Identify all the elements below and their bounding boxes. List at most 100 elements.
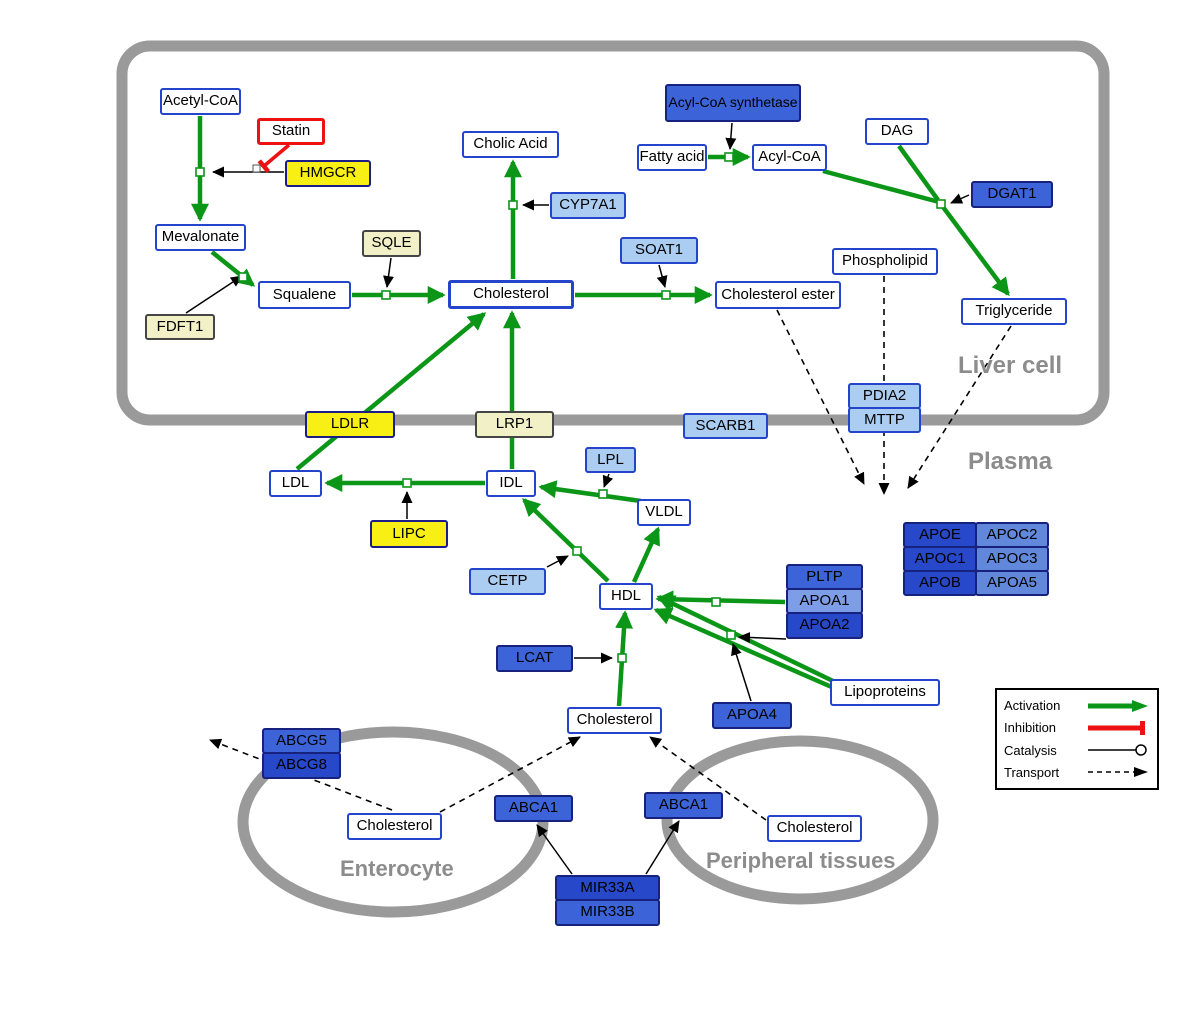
peripheral-tissues-membrane	[661, 735, 939, 905]
edge-vldl-to-idl	[538, 480, 642, 504]
node-apoc3[interactable]: APOC3	[975, 546, 1049, 572]
node-vldl[interactable]: VLDL	[637, 499, 691, 526]
node-abca1-peripheral[interactable]: ABCA1	[644, 792, 723, 819]
cat-sqle	[383, 257, 394, 288]
arrow-mir33-to-abca1-left	[536, 824, 573, 875]
node-dag[interactable]: DAG	[865, 118, 929, 145]
reaction-node	[572, 546, 582, 556]
edge-hdl-to-idl	[522, 498, 610, 583]
node-mevalonate[interactable]: Mevalonate	[155, 224, 246, 251]
node-apoa2[interactable]: APOA2	[786, 612, 863, 639]
node-lrp1[interactable]: LRP1	[475, 411, 554, 438]
node-apoa4[interactable]: APOA4	[712, 702, 792, 729]
cat-fdft1	[185, 275, 243, 314]
reaction-node	[617, 653, 627, 663]
node-lpl[interactable]: LPL	[585, 447, 636, 473]
node-cholesterol-peripheral[interactable]: Cholesterol	[767, 815, 862, 842]
edge-acylcoa-to-dgat-node	[822, 168, 940, 205]
node-cholic-acid[interactable]: Cholic Acid	[462, 131, 559, 158]
transport-triglyceride-secretion	[907, 325, 1012, 489]
reaction-node	[724, 152, 734, 162]
edge-dag-to-dgat-node	[897, 144, 940, 202]
node-mttp[interactable]: MTTP	[848, 407, 921, 433]
node-apob[interactable]: APOB	[903, 570, 977, 596]
node-abcg5[interactable]: ABCG5	[262, 728, 341, 754]
node-ldlr[interactable]: LDLR	[305, 411, 395, 438]
inhibition-target-square	[252, 164, 261, 173]
node-apoe[interactable]: APOE	[903, 522, 977, 548]
node-hdl[interactable]: HDL	[599, 583, 653, 610]
node-abca1-enterocyte[interactable]: ABCA1	[494, 795, 573, 822]
peripheral-tissues-label: Peripheral tissues	[706, 848, 896, 873]
legend-row-transport: Transport	[1004, 762, 1150, 783]
node-mir33b[interactable]: MIR33B	[555, 899, 660, 926]
node-squalene[interactable]: Squalene	[258, 281, 351, 309]
node-lcat[interactable]: LCAT	[496, 645, 573, 672]
node-apoa5[interactable]: APOA5	[975, 570, 1049, 596]
plasma-label: Plasma	[968, 448, 1053, 475]
edge-ldl-uptake-via-ldlr	[295, 312, 487, 471]
node-acyl-coa-synthetase[interactable]: Acyl-CoA synthetase	[665, 84, 801, 122]
cat-acylcoa-synthetase	[725, 122, 737, 150]
cat-cetp	[546, 555, 569, 568]
cat-soat1	[656, 264, 668, 288]
node-abcg8[interactable]: ABCG8	[262, 752, 341, 779]
node-lipc[interactable]: LIPC	[370, 520, 448, 548]
node-idl[interactable]: IDL	[486, 470, 536, 497]
node-sqle[interactable]: SQLE	[362, 230, 421, 257]
node-apoc2[interactable]: APOC2	[975, 522, 1049, 548]
legend-row-inhibition: Inhibition	[1004, 717, 1150, 738]
node-dgat1[interactable]: DGAT1	[971, 181, 1053, 208]
node-fatty-acid[interactable]: Fatty acid	[637, 144, 707, 171]
arrow-mir33-to-abca1-right	[645, 820, 680, 875]
node-scarb1[interactable]: SCARB1	[683, 413, 768, 439]
node-cholesterol-ester[interactable]: Cholesterol ester	[715, 281, 841, 309]
node-statin[interactable]: Statin	[257, 118, 325, 145]
legend-activation-label: Activation	[1004, 698, 1061, 713]
activation-arrow-icon	[1088, 699, 1148, 712]
legend-row-activation: Activation	[1004, 695, 1150, 716]
node-lipoproteins[interactable]: Lipoproteins	[830, 679, 940, 706]
inhibition-bar-icon	[1088, 720, 1145, 735]
node-mir33a[interactable]: MIR33A	[555, 875, 660, 901]
node-cholesterol-liver[interactable]: Cholesterol	[448, 280, 574, 309]
node-apoc1[interactable]: APOC1	[903, 546, 977, 572]
node-phospholipid[interactable]: Phospholipid	[832, 248, 938, 275]
liver-cell-label: Liver cell	[958, 352, 1063, 379]
node-acetyl-coa[interactable]: Acetyl-CoA	[160, 88, 241, 115]
transport-dashed-arrow-icon	[1088, 767, 1148, 778]
edge-apoa-complex-to-hdl	[655, 590, 786, 609]
legend: Activation Inhibition Catalysis Transpor…	[995, 688, 1159, 790]
node-acyl-coa[interactable]: Acyl-CoA	[752, 144, 827, 171]
node-cholesterol-enterocyte[interactable]: Cholesterol	[347, 813, 442, 840]
node-pdia2[interactable]: PDIA2	[848, 383, 921, 409]
liver-cell-membrane	[116, 40, 1110, 426]
reaction-node	[726, 630, 736, 640]
node-fdft1[interactable]: FDFT1	[145, 314, 215, 340]
reaction-node	[508, 200, 518, 210]
node-ldl[interactable]: LDL	[269, 470, 322, 497]
reaction-node	[936, 199, 946, 209]
cat-lpl	[602, 473, 614, 488]
node-apoa1[interactable]: APOA1	[786, 588, 863, 614]
inh-statin-on-hmgcr	[257, 143, 291, 173]
node-hmgcr[interactable]: HMGCR	[285, 160, 371, 187]
catalysis-circle-icon	[1088, 744, 1147, 756]
node-soat1[interactable]: SOAT1	[620, 237, 698, 264]
node-triglyceride[interactable]: Triglyceride	[961, 298, 1067, 325]
reaction-node	[381, 290, 391, 300]
reaction-node	[238, 272, 248, 282]
node-cetp[interactable]: CETP	[469, 568, 546, 595]
cat-apoa-complex	[738, 631, 787, 643]
enterocyte-membrane	[237, 726, 549, 918]
legend-transport-label: Transport	[1004, 764, 1060, 780]
edge-lipoproteins-to-hdl-2	[653, 607, 844, 695]
edge-dgatnode-to-triglyceride	[941, 205, 1010, 297]
node-cyp7a1[interactable]: CYP7A1	[550, 192, 626, 219]
reaction-node	[402, 478, 412, 488]
node-pltp[interactable]: PLTP	[786, 564, 863, 590]
cat-dgat1	[950, 193, 970, 204]
cat-apoa4	[731, 643, 752, 702]
node-cholesterol-plasma[interactable]: Cholesterol	[567, 707, 662, 734]
